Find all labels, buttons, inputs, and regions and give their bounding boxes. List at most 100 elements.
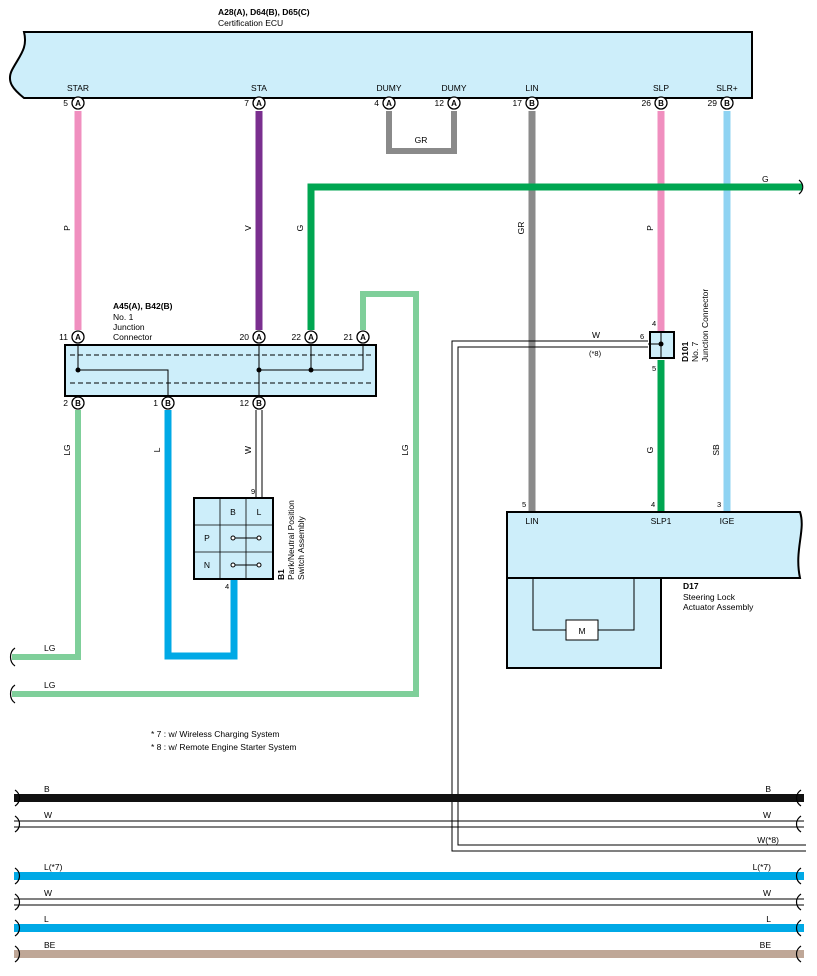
svg-text:22: 22 [292,332,302,342]
steering-lock-actuator: 5 4 3 LIN SLP1 IGE M D17 Steering Lock A… [506,500,803,669]
svg-text:5: 5 [652,364,656,373]
pin-label-dumy-2: DUMY [441,83,466,93]
wire-dumy-gray [386,111,457,154]
svg-text:Connector: Connector [113,332,152,342]
bus-break-mark [14,789,21,807]
svg-text:No. 7: No. 7 [690,341,700,362]
wire-label-l-1: L [152,447,162,452]
junction-connector-1: A45(A), B42(B) No. 1 Junction Connector … [59,301,377,410]
svg-text:A: A [256,333,262,342]
wire-labels: P V G G GR GR P LG LG L W W (*8) G SB LG… [44,135,769,690]
pin-label-sta: STA [251,83,267,93]
ecu-title: A28(A), D64(B), D65(C) [218,7,310,17]
svg-text:2: 2 [63,398,68,408]
wires [12,111,806,852]
notes: * 7 : w/ Wireless Charging System * 8 : … [151,729,297,752]
svg-text:Park/Neutral Position: Park/Neutral Position [286,500,296,580]
wire-label-sb: SB [711,444,721,456]
pin-num-5: 5 [63,98,68,108]
wire-label-lg-out1: LG [44,643,55,653]
svg-text:6: 6 [640,332,644,341]
wire-label-lin: GR [516,222,526,235]
wire-l-blue [164,410,238,660]
svg-text:SLP1: SLP1 [651,516,672,526]
wire-lg-21 [12,291,419,697]
svg-text:5: 5 [522,500,526,509]
wire-label-slp: P [645,225,655,231]
bus-break-mark [795,789,802,807]
pin-num-26: 26 [642,98,652,108]
pin-label-dumy-1: DUMY [376,83,401,93]
svg-text:20: 20 [240,332,250,342]
note-8: * 8 : w/ Remote Engine Starter System [151,742,297,752]
bus-label-left: W [44,888,52,898]
svg-text:A: A [360,333,366,342]
svg-text:B: B [529,99,535,108]
svg-text:A: A [256,99,262,108]
bus-label-left: B [44,784,50,794]
bus-label-right: L [766,914,771,924]
wire-label-lg-2: LG [62,444,72,455]
svg-text:IGE: IGE [720,516,735,526]
switch-cell-n: N [204,560,210,570]
junction7-code: D101 [680,341,690,362]
bus-label-right: W(*8) [757,835,779,845]
bus-label-right: W [763,888,771,898]
wire-g-green [307,183,802,330]
wire-label-g-vertical: G [295,225,305,232]
bus-break-mark [795,815,802,833]
wire-label-w-d101: W [592,330,600,340]
svg-text:No. 1: No. 1 [113,312,134,322]
svg-text:B: B [75,399,81,408]
bus-label-right: W [763,810,771,820]
svg-text:Switch Assembly: Switch Assembly [296,515,306,580]
switch-cell-l: L [257,507,262,517]
svg-text:LIN: LIN [525,516,538,526]
bus-label-left: L [44,914,49,924]
certification-ecu: A28(A), D64(B), D65(C) Certification ECU [8,7,753,99]
bus-break-mark [795,867,802,885]
pin-num-29: 29 [708,98,718,108]
wire-label-dumy: GR [415,135,428,145]
wire-lg-2 [12,410,81,660]
bus-break-mark [14,815,21,833]
wire-g-break-mark [798,179,804,195]
bus-break-mark [14,867,21,885]
bus-label-left: W [44,810,52,820]
svg-text:4: 4 [651,500,655,509]
bus-label-right: L(*7) [753,862,772,872]
park-neutral-switch: 9 B L P N 4 B1 Park/Neutral Position Swi… [193,487,306,591]
pin-num-17: 17 [513,98,523,108]
bus-label-right: BE [760,940,772,950]
ecu-pin-labels: STAR STA DUMY DUMY LIN SLP SLR+ [67,83,738,93]
pin-label-star: STAR [67,83,89,93]
svg-text:B: B [256,399,262,408]
wire-label-w-12: W [243,446,253,454]
svg-text:Junction Connector: Junction Connector [700,289,710,362]
wire-label-g-right: G [762,174,769,184]
wire-label-sta: V [243,225,253,231]
svg-text:A: A [308,333,314,342]
wire-label-lg-out2: LG [44,680,55,690]
pin-num-12: 12 [435,98,445,108]
switch-cell-b: B [230,507,236,517]
svg-text:A: A [451,99,457,108]
pin-num-7: 7 [244,98,249,108]
svg-text:A: A [386,99,392,108]
wire-label-star: P [62,225,72,231]
svg-text:B: B [724,99,730,108]
ecu-subtitle: Certification ECU [218,18,283,28]
svg-text:9: 9 [251,487,255,496]
motor-icon [565,619,599,641]
svg-text:4: 4 [652,319,656,328]
bus-break-mark [14,945,21,963]
svg-text:12: 12 [240,398,250,408]
note-7: * 7 : w/ Wireless Charging System [151,729,279,739]
svg-text:21: 21 [344,332,354,342]
svg-text:M: M [578,626,585,636]
bus-break-mark [795,945,802,963]
svg-text:3: 3 [717,500,721,509]
svg-text:Steering Lock: Steering Lock [683,592,736,602]
